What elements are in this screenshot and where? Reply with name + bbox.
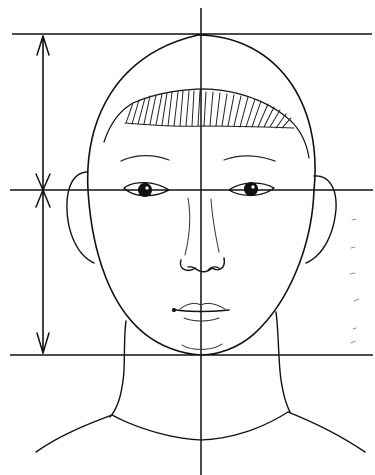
mouth-corner-left [172,308,176,312]
left-shoulder [36,415,112,452]
sketch-marks [350,219,359,343]
upper-lip [180,303,225,309]
nose-bridge-right [211,199,219,252]
right-eye-pupil [244,182,258,196]
left-eye-pupil [138,183,152,197]
left-neck-line [110,321,126,417]
right-shoulder [288,412,365,452]
left-eyebrow [121,156,169,161]
chin-shadow [182,344,222,349]
right-neck-line [276,312,290,412]
left-eye-highlight [145,186,148,189]
right-eye-highlight [251,185,254,188]
neck-base-curve [112,412,288,440]
nose-base [180,258,224,272]
right-eyebrow [224,156,275,161]
mouth-line [176,310,229,312]
nose-bridge-left [185,198,190,255]
